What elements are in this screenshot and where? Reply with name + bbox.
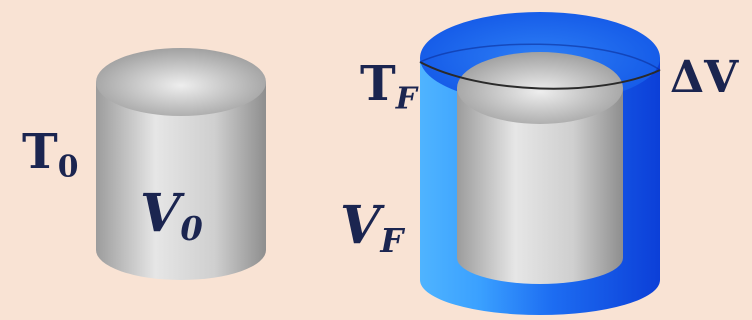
inner-cylinder — [457, 88, 623, 284]
initial-volume-label: V0 — [140, 183, 203, 249]
expanded-cylinder — [419, 12, 661, 315]
final-volume-label: VF — [340, 195, 404, 261]
initial-temperature-label: T0 — [22, 124, 79, 185]
initial-cylinder — [96, 48, 266, 280]
final-temperature-label: TF — [360, 56, 417, 117]
volume-change-label: ΔV — [670, 52, 739, 103]
